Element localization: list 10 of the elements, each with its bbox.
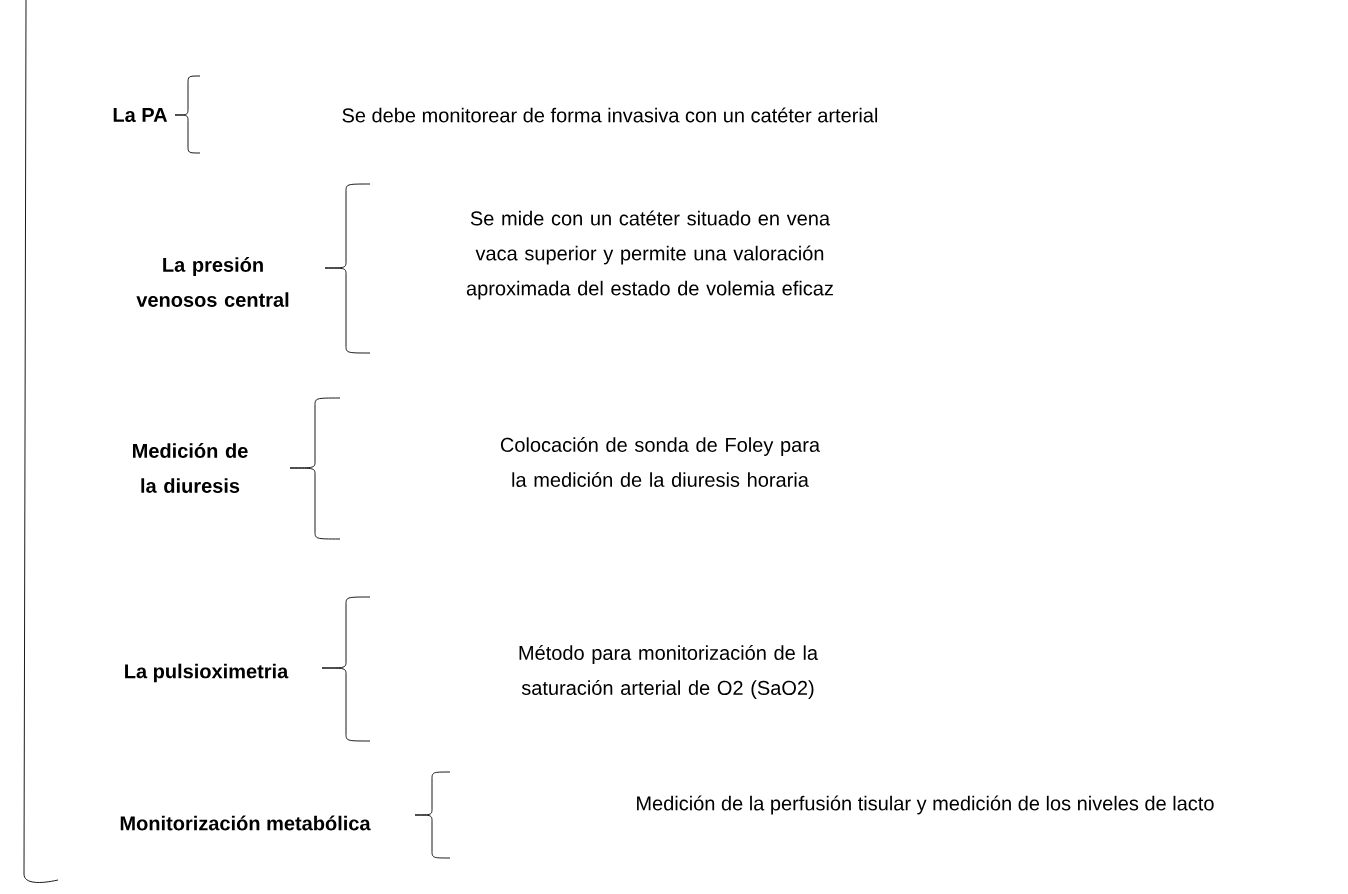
description-text: Medición de la perfusión tisular y medición de los niveles de lacto xyxy=(637,795,1214,815)
term-label: La presión venosos central xyxy=(136,257,289,307)
description-text: Colocación de sonda de Foley para la medición de la diuresis horaria xyxy=(500,437,821,487)
description-text: Se debe monitorear de forma invasiva con un catéter arterial xyxy=(342,107,878,123)
term-label: Medición de la diuresis xyxy=(133,443,248,493)
description-text: Se mide con un catéter situado en vena vaca superior y permite una valoración aproximada del estado de volemia eficaz xyxy=(466,210,833,300)
term-label: La PA xyxy=(113,108,168,122)
description-text: Método para monitorización de la saturación arterial de O2 (SaO2) xyxy=(519,645,819,699)
term-label: La pulsioximetria xyxy=(125,663,289,683)
term-label: Monitorización metabólica xyxy=(120,815,371,831)
